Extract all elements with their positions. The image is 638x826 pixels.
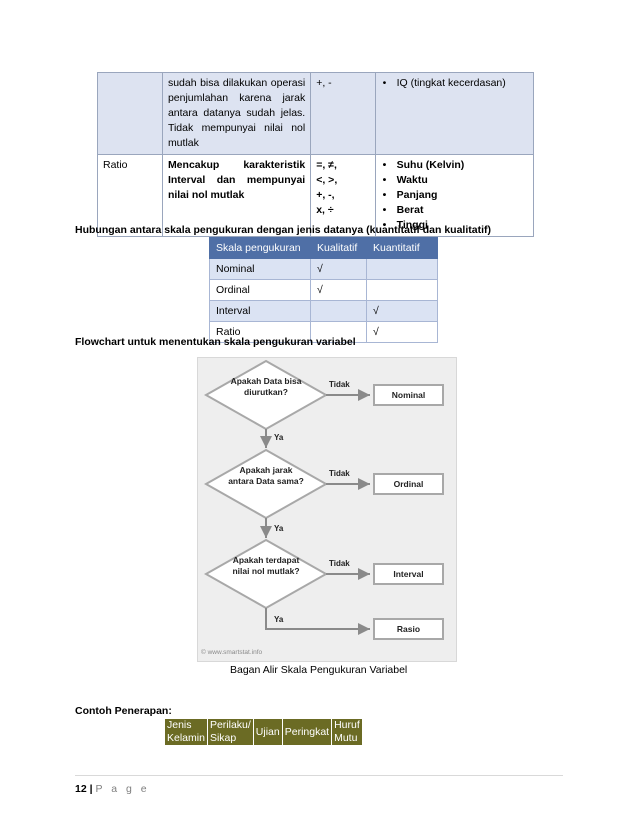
decision-text: Apakah jarak antara Data sama? xyxy=(228,465,304,486)
table-cell: Ratio xyxy=(97,154,163,237)
table-cell: √ xyxy=(310,258,367,280)
yes-label: Ya xyxy=(274,524,284,533)
footer-divider xyxy=(75,775,563,776)
header-line: Perilaku/ xyxy=(209,719,251,731)
header-line: Kelamin xyxy=(167,732,205,744)
section-heading: Contoh Penerapan: xyxy=(75,705,172,717)
measurement-scale-table: sudah bisa dilakukan operasi penjumlahan… xyxy=(97,72,535,237)
operator-line: =, ≠, xyxy=(316,159,337,171)
operator-line: x, ÷ xyxy=(316,204,334,216)
result-label: Ordinal xyxy=(393,479,424,489)
table-cell: √ xyxy=(366,300,438,322)
yes-label: Ya xyxy=(274,433,284,442)
decision-text: Apakah Data bisa diurutkan? xyxy=(230,376,302,397)
table-cell: Suhu (Kelvin) Waktu Panjang Berat Tinggi xyxy=(374,154,535,237)
table-cell: Ratio xyxy=(209,321,311,343)
section-heading: Hubungan antara skala pengukuran dengan … xyxy=(75,224,491,236)
header-line: Mutu xyxy=(334,732,358,744)
table-row: sudah bisa dilakukan operasi penjumlahan… xyxy=(97,72,535,155)
no-label: Tidak xyxy=(329,380,350,389)
header-line: Jenis xyxy=(167,719,192,731)
operator-line: <, >, xyxy=(316,174,338,186)
table-cell: =, ≠, <, >, +, -, x, ÷ xyxy=(310,154,376,237)
table-cell xyxy=(97,72,163,155)
no-label: Tidak xyxy=(329,559,350,568)
column-header: Jenis Kelamin xyxy=(164,718,208,746)
table-header-row: Jenis Kelamin Perilaku/ Sikap Ujian Peri… xyxy=(164,718,363,746)
result-label: Interval xyxy=(393,569,424,579)
table-row: Interval √ xyxy=(209,300,438,322)
example-table: Jenis Kelamin Perilaku/ Sikap Ujian Peri… xyxy=(164,718,363,746)
table-cell: IQ (tingkat kecerdasan) xyxy=(374,72,535,155)
column-header: Kuantitatif xyxy=(366,237,438,259)
table-cell xyxy=(366,279,438,301)
list-item: IQ (tingkat kecerdasan) xyxy=(383,76,528,91)
scale-type-table: Skala pengukuran Kualitatif Kuantitatif … xyxy=(209,237,438,343)
table-header-row: Skala pengukuran Kualitatif Kuantitatif xyxy=(209,237,438,259)
header-line: Sikap xyxy=(209,732,237,744)
figure-caption: Bagan Alir Skala Pengukuran Variabel xyxy=(230,664,408,676)
column-header: Perilaku/ Sikap xyxy=(206,718,254,746)
page-label: P a g e xyxy=(95,783,150,795)
header-line: Huruf xyxy=(334,719,360,731)
decision-text: Apakah terdapat nilai nol mutlak? xyxy=(232,555,300,576)
list-item: Berat xyxy=(383,203,528,218)
section-heading: Flowchart untuk menentukan skala penguku… xyxy=(75,336,356,348)
table-cell: √ xyxy=(310,279,367,301)
column-header: Huruf Mutu xyxy=(331,718,363,746)
table-row: Ratio √ xyxy=(209,321,438,343)
list-item: Tinggi xyxy=(383,218,528,233)
table-cell: Nominal xyxy=(209,258,311,280)
column-header: Kualitatif xyxy=(310,237,367,259)
result-box xyxy=(373,563,444,585)
flowchart-shapes xyxy=(203,359,444,640)
list-item: Panjang xyxy=(383,188,528,203)
result-box xyxy=(373,473,444,495)
footer-separator: | xyxy=(89,783,93,795)
list-item: Suhu (Kelvin) xyxy=(383,158,528,173)
table-cell: Ordinal xyxy=(209,279,311,301)
table-row: Ratio Mencakup karakteristik Interval da… xyxy=(97,154,535,237)
result-label: Rasio xyxy=(396,624,421,634)
result-label: Nominal xyxy=(391,390,426,400)
table-cell: √ xyxy=(366,321,438,343)
flow-arrow xyxy=(265,608,370,635)
page-number: 12 xyxy=(75,783,87,795)
page-footer: 12 | P a g e xyxy=(75,783,150,795)
operator-line: +, -, xyxy=(316,189,335,201)
table-cell xyxy=(366,258,438,280)
table-cell: Interval xyxy=(209,300,311,322)
result-box xyxy=(373,384,444,406)
table-cell: Mencakup karakteristik Interval dan memp… xyxy=(161,154,312,237)
watermark: © www.smartstat.info xyxy=(201,649,263,656)
table-cell: +, - xyxy=(310,72,376,155)
table-cell: sudah bisa dilakukan operasi penjumlahan… xyxy=(161,72,312,155)
result-box xyxy=(373,618,444,640)
yes-label: Ya xyxy=(274,615,284,624)
no-label: Tidak xyxy=(329,469,350,478)
column-header: Ujian xyxy=(252,718,283,746)
column-header: Peringkat xyxy=(281,718,333,746)
column-header: Skala pengukuran xyxy=(209,237,311,259)
table-cell xyxy=(310,300,367,322)
flowchart: Apakah Data bisa diurutkan? Apakah jarak… xyxy=(197,357,457,662)
list-item: Waktu xyxy=(383,173,528,188)
table-row: Ordinal √ xyxy=(209,279,438,301)
table-row: Nominal √ xyxy=(209,258,438,280)
